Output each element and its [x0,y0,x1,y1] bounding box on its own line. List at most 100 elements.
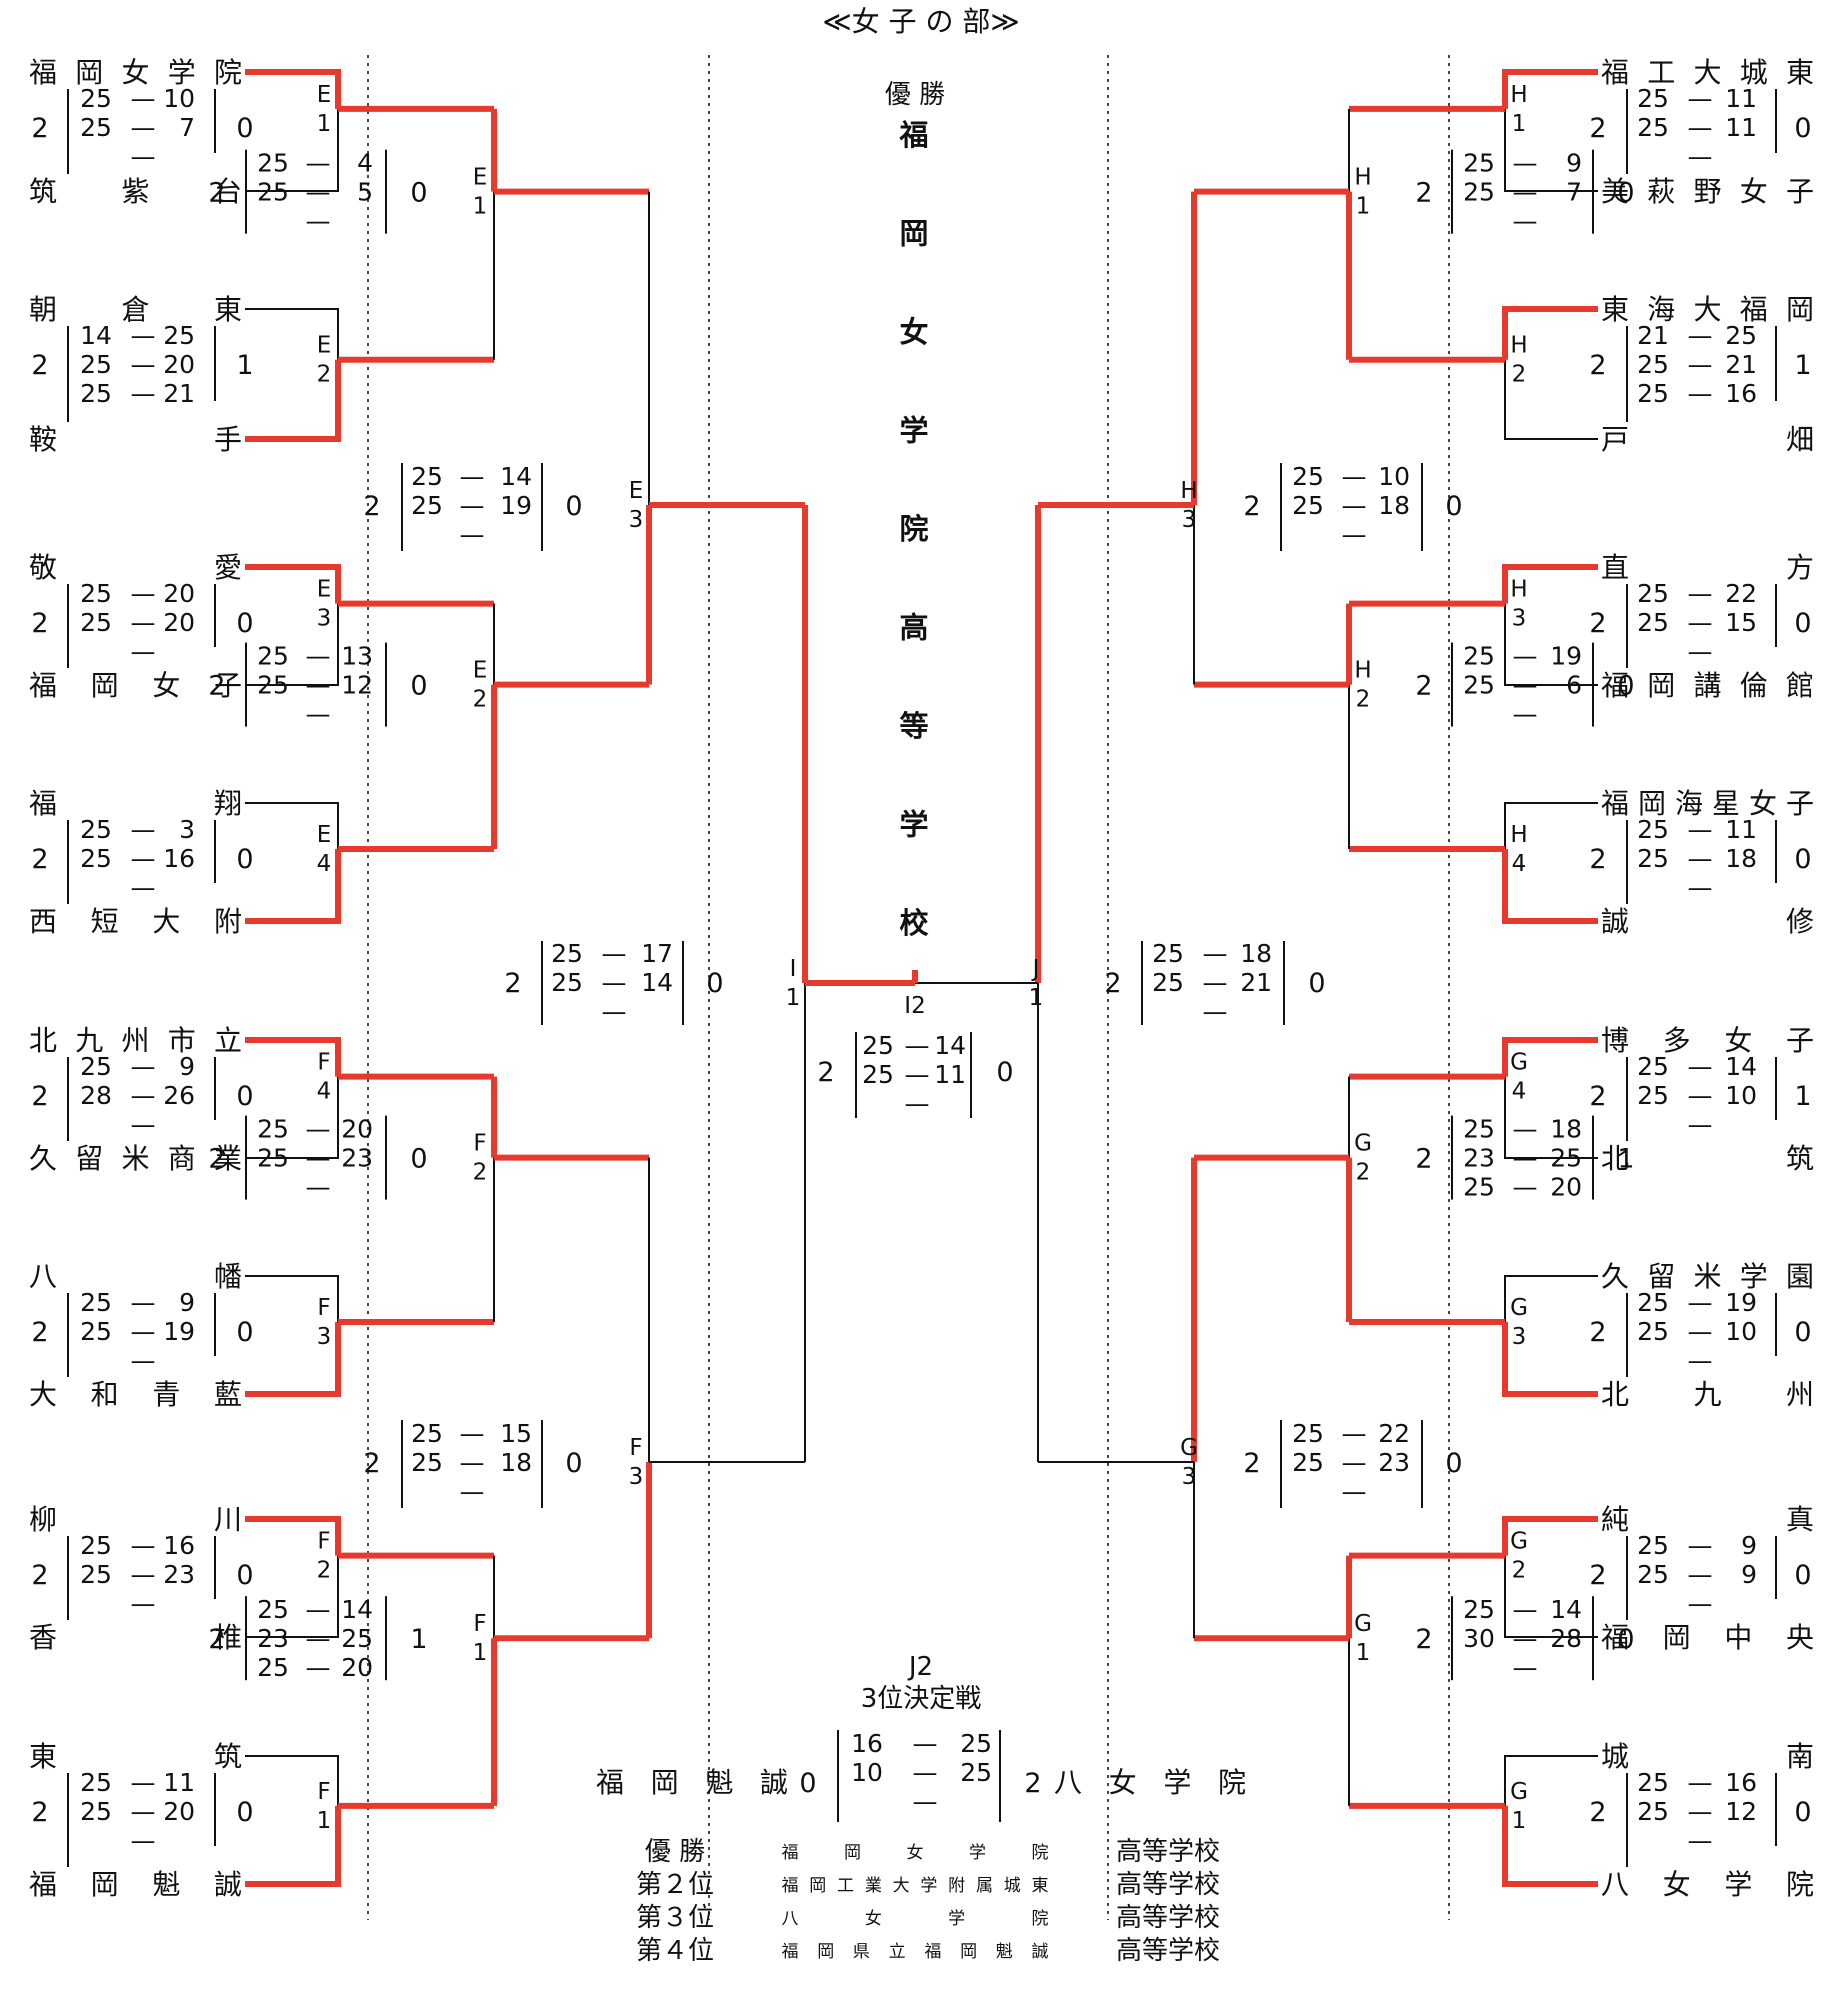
score-dash: — [1688,637,1713,666]
team-left-7: 西短大附 [29,905,242,938]
team-char: 美 [1601,175,1629,208]
set-count: 0 [1445,1448,1462,1479]
set-count: 0 [1445,491,1462,522]
set-score: 17 [641,939,673,968]
score-dash: — [131,1346,156,1375]
set-count: 2 [1243,491,1260,522]
set-score: 18 [500,1448,532,1477]
match-code: G [1510,1050,1528,1076]
set-score: 16 [163,844,195,873]
team-char: 福 [29,56,57,89]
champion-char: 学 [899,808,928,842]
set-score: 25 [1292,491,1324,520]
set-score: 11 [1725,815,1757,844]
team-right-4: 直方 [1601,551,1814,584]
team-char: 八 [1601,1868,1629,1901]
team-right-12: 純真 [1601,1503,1814,1536]
set-score: 20 [163,579,195,608]
score-dash: — [1513,149,1538,178]
team-char: 市 [168,1024,196,1057]
score-dash: — [913,1729,938,1758]
set-count: 2 [363,491,380,522]
score-dash: — [131,84,156,113]
team-right-13: 福岡中央 [1601,1621,1814,1654]
score-dash: — [131,321,156,350]
set-score: 25 [1637,1052,1669,1081]
team-char: 北 [1601,1142,1629,1175]
standing-suffix: 高等学校 [1116,1903,1220,1933]
set-score: 12 [1725,1797,1757,1826]
set-score: 25 [1292,1448,1324,1477]
team-char: 方 [1786,551,1814,584]
set-score: 14 [1550,1595,1582,1624]
team-char: 岡 [1647,669,1675,702]
set-score: 25 [80,1560,112,1589]
set-score: 20 [163,1797,195,1826]
score-dash: — [1688,379,1713,408]
match-code: G [1354,1131,1372,1157]
team-char: 香 [29,1621,57,1654]
set-score: 25 [80,844,112,873]
set-count: 0 [1308,968,1325,999]
match-code: F [629,1435,642,1461]
set-count: 0 [236,844,253,875]
team-char: 福 [1601,56,1629,89]
set-score: 14 [641,968,673,997]
team-char: 福 [29,669,57,702]
set-score: 18 [1725,844,1757,873]
set-score: 20 [341,1653,373,1682]
bracket-line [245,802,339,850]
team-char: 椎 [214,1621,242,1654]
set-score: 25 [1637,1531,1669,1560]
set-count: 2 [31,1797,48,1828]
team-char: 岡 [91,1868,119,1901]
team-char: 福 [1601,669,1629,702]
set-count: 2 [1415,1144,1432,1175]
school-char: 学 [969,1843,986,1863]
match-code: E [317,333,332,359]
bracket-line [1502,1805,1598,1887]
team-left-5: 福岡女子 [29,669,242,702]
match-code: 1 [317,111,332,137]
set-score: 23 [1378,1448,1410,1477]
bracket-line [1504,1076,1598,1159]
score-dash: — [1342,1477,1367,1506]
score-dash: — [306,207,331,236]
bracket-line [245,69,341,109]
champion-label: 優 勝 [885,80,945,110]
score-dash: — [131,1110,156,1139]
set-score: 25 [1637,379,1669,408]
team-char: 央 [1786,1621,1814,1654]
score-dash: — [913,1758,938,1787]
school-char: 福 [782,1942,799,1962]
set-score: 18 [1378,491,1410,520]
team-char: 学 [1740,1260,1768,1293]
team-char: 倫 [1740,669,1768,702]
match-code: 2 [1512,362,1527,388]
team-char: 愛 [214,551,242,584]
match-code: H [1510,82,1527,108]
team-char: 岡 [91,669,119,702]
team-char: 野 [1693,175,1721,208]
team-char: 州 [1786,1378,1814,1411]
match-code: 1 [1356,194,1371,220]
score-dash: — [1688,1052,1713,1081]
set-score: 9 [1566,149,1582,178]
set-score: 25 [80,1768,112,1797]
team-char: 女 [1109,1766,1137,1799]
score-dash: — [1513,1144,1538,1173]
school-char: 学 [948,1909,965,1929]
standing-suffix: 高等学校 [1116,1870,1220,1900]
match-code: 1 [473,194,488,220]
bracket-line [245,1755,339,1806]
team-char: 純 [1601,1503,1629,1536]
team-char: 福 [1601,787,1629,820]
match-code: 3 [1512,1324,1527,1350]
set-count: 2 [1243,1448,1260,1479]
school-char: 立 [889,1942,906,1962]
score-dash: — [131,873,156,902]
set-count: 0 [1794,113,1811,144]
champion-char: 福 [898,118,928,152]
score-dash: — [131,1317,156,1346]
set-score: 11 [1725,113,1757,142]
